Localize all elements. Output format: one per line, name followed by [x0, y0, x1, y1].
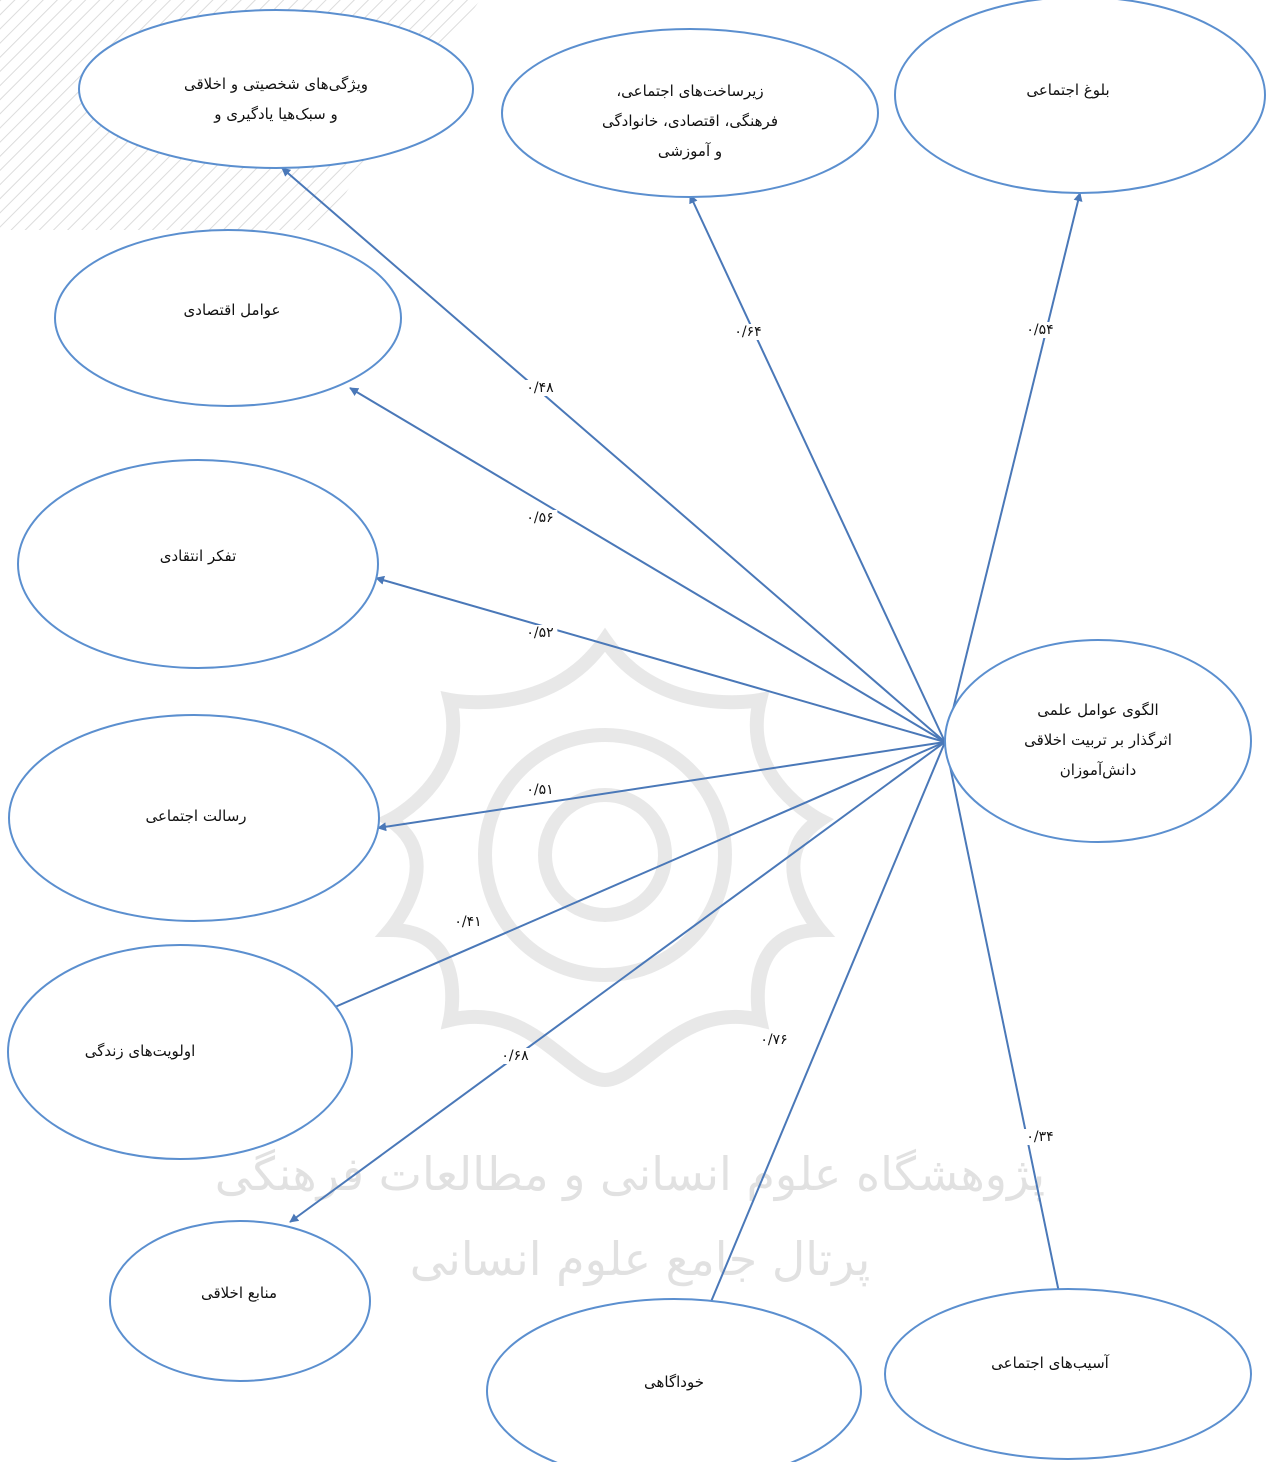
node-social-maturity-line-1: بلوغ اجتماعی: [1026, 81, 1110, 99]
node-self-awareness: خوداگاهی: [644, 1367, 704, 1397]
node-critical-thinking: تفکر انتقادی: [160, 541, 237, 571]
node-life-priorities-line-1: اولویت‌های زندگی: [84, 1042, 196, 1060]
node-life-priorities-shape: [7, 944, 353, 1160]
node-self-awareness-line-1: خوداگاهی: [644, 1373, 704, 1391]
node-life-priorities: اولویت‌های زندگی: [85, 1036, 196, 1066]
center-node-line-2: اثرگذار بر تربیت اخلاقی: [1024, 731, 1172, 749]
node-ellipses: [7, 0, 1266, 1462]
node-personality-line-2: و سبک‌هیا یادگیری و: [214, 105, 338, 123]
node-social-maturity: بلوغ اجتماعی: [1026, 75, 1109, 105]
node-self-awareness-shape: [486, 1298, 862, 1462]
edge-infrastructure: [689, 194, 946, 743]
watermark-text: پژوهشگاه علوم انسانی و مطالعات فرهنگی پر…: [215, 1147, 1045, 1287]
center-node-line-1: الگوی عوامل علمی: [1037, 701, 1159, 719]
edge-self-awareness: [694, 741, 946, 1341]
center-node-line-3: دانش‌آموزان: [1059, 761, 1137, 779]
node-economic-line-1: عوامل اقتصادی: [183, 301, 281, 319]
node-infrastructure: زیرساخت‌های اجتماعی، فرهنگی، اقتصادی، خا…: [602, 76, 778, 160]
node-infrastructure-shape: [501, 28, 879, 198]
edge-personality: [281, 167, 946, 743]
weight-life-priorities: ۰/۴۱: [450, 914, 486, 930]
node-social-harms: آسیب‌های اجتماعی: [991, 1348, 1109, 1378]
weight-critical-thinking: ۰/۵۲: [522, 625, 558, 641]
svg-text:پرتال جامع علوم انسانی: پرتال جامع علوم انسانی: [410, 1232, 871, 1287]
node-infrastructure-line-3: و آموزشی: [657, 142, 723, 160]
node-economic-shape: [54, 229, 402, 407]
weight-social-mission: ۰/۵۱: [522, 782, 558, 798]
weight-social-harms: ۰/۳۴: [1022, 1129, 1058, 1145]
node-moral-sources-line-1: منابع اخلاقی: [200, 1284, 278, 1302]
edge-social-harms: [944, 741, 1063, 1308]
node-critical-thinking-shape: [17, 459, 379, 669]
weight-moral-sources: ۰/۶۸: [497, 1048, 533, 1064]
center-node-shape: [944, 639, 1252, 843]
node-critical-thinking-line-1: تفکر انتقادی: [159, 547, 237, 565]
node-personality-line-1: ویژگی‌های شخصیتی و اخلاقی: [184, 75, 368, 93]
edge-economic: [349, 387, 946, 743]
node-infrastructure-line-1: زیرساخت‌های اجتماعی،: [616, 82, 764, 100]
node-social-harms-line-1: آسیب‌های اجتماعی: [991, 1354, 1109, 1372]
weight-personality: ۰/۴۸: [522, 380, 558, 396]
edge-moral-sources: [289, 741, 946, 1223]
node-personality: ویژگی‌های شخصیتی و اخلاقی و سبک‌هیا یادگ…: [184, 69, 368, 139]
weight-self-awareness: ۰/۷۶: [756, 1032, 792, 1048]
edge-social-mission: [377, 741, 946, 832]
center-node: الگوی عوامل علمی اثرگذار بر تربیت اخلاقی…: [1024, 695, 1172, 785]
weight-social-maturity: ۰/۵۴: [1022, 322, 1058, 338]
weight-economic: ۰/۵۶: [522, 510, 558, 526]
node-social-harms-shape: [884, 1288, 1252, 1460]
edge-life-priorities: [304, 741, 946, 1021]
svg-text:پژوهشگاه علوم انسانی و مطالعات: پژوهشگاه علوم انسانی و مطالعات فرهنگی: [215, 1147, 1045, 1202]
connector-lines: [281, 167, 1083, 1341]
node-moral-sources-shape: [109, 1220, 371, 1382]
node-economic: عوامل اقتصادی: [184, 295, 281, 325]
watermark-emblem: [374, 627, 836, 1088]
node-social-mission: رسالت اجتماعی: [145, 801, 246, 831]
edge-social-maturity: [944, 192, 1083, 743]
node-social-maturity-shape: [894, 0, 1266, 194]
node-social-mission-shape: [8, 714, 380, 922]
weight-infrastructure: ۰/۶۴: [730, 324, 766, 340]
node-social-mission-line-1: رسالت اجتماعی: [145, 807, 247, 825]
node-personality-shape: [78, 9, 474, 169]
node-moral-sources: منابع اخلاقی: [201, 1278, 277, 1308]
node-infrastructure-line-2: فرهنگی، اقتصادی، خانوادگی: [601, 112, 779, 130]
edge-critical-thinking: [375, 575, 946, 743]
